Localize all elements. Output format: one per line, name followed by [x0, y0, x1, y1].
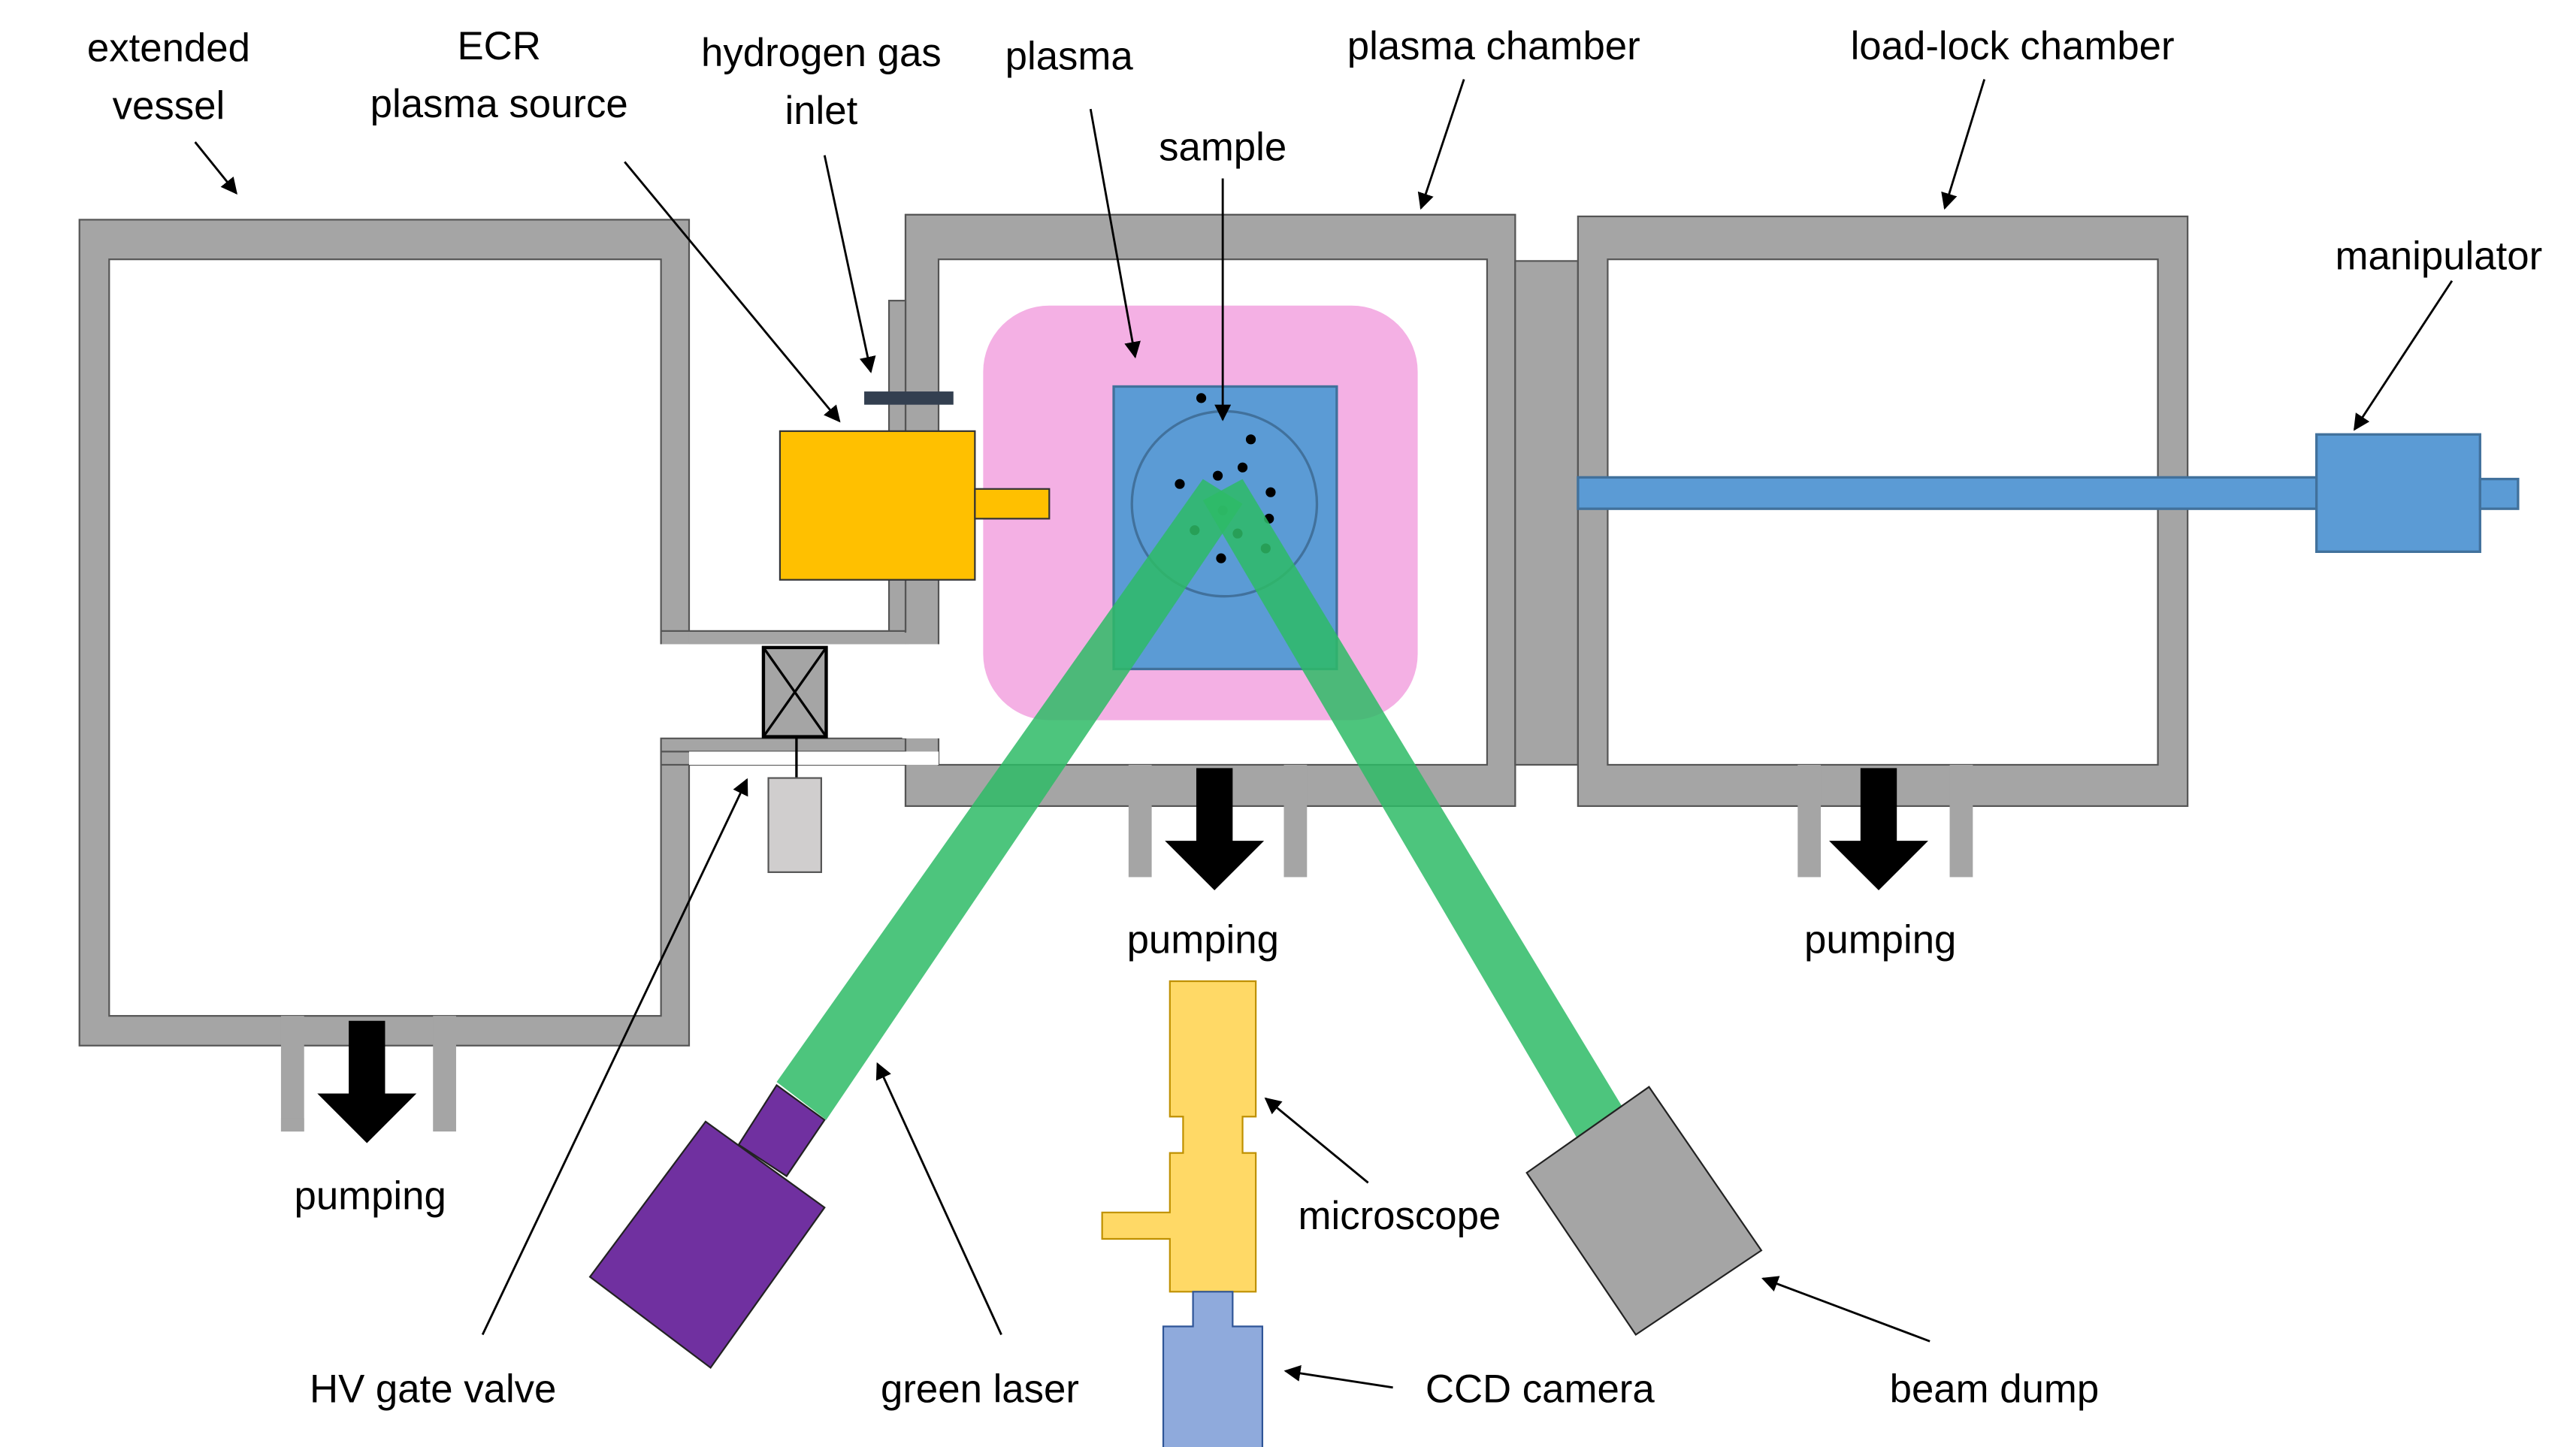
label-pointers: [194, 79, 2454, 1389]
ecr-plasma-source: [779, 430, 1051, 581]
label-hv-gate-valve: HV gate valve: [310, 1367, 556, 1412]
label-green-laser: green laser: [881, 1367, 1079, 1412]
beam-dump: [1525, 1086, 1763, 1337]
load-lock-chamber: [1577, 215, 2189, 808]
laser-beam-reflected: [1202, 479, 1625, 1140]
label-ecr-1: ECR: [457, 24, 540, 68]
label-extended-vessel-1: extended: [87, 26, 250, 70]
label-pumping-load-lock: pumping: [1804, 918, 1956, 962]
label-pumping-vessel: pumping: [294, 1174, 446, 1218]
extended-vessel: [78, 219, 691, 1047]
label-manipulator: manipulator: [2336, 234, 2543, 278]
green-laser: [588, 1083, 826, 1370]
label-ccd-camera: CCD camera: [1426, 1367, 1655, 1412]
hv-gate-valve: [761, 645, 828, 873]
pumping-port-load-lock: [1797, 764, 1973, 891]
label-hydrogen-2: inlet: [785, 89, 857, 133]
label-pumping-plasma: pumping: [1127, 918, 1279, 962]
chamber-connector: [1514, 260, 1579, 766]
pumping-port-plasma-chamber: [1128, 764, 1308, 891]
microscope: [1101, 980, 1257, 1293]
label-load-lock: load-lock chamber: [1851, 24, 2175, 68]
label-plasma: plasma: [1005, 34, 1134, 78]
hydrogen-inlet-flange: [864, 391, 954, 405]
label-sample: sample: [1159, 125, 1286, 169]
pumping-port-vessel: [280, 1016, 456, 1143]
laser-beam-incident: [776, 479, 1243, 1120]
label-beam-dump: beam dump: [1890, 1367, 2100, 1412]
label-hydrogen-1: hydrogen gas: [701, 31, 942, 75]
label-extended-vessel-2: vessel: [113, 83, 225, 128]
ccd-camera: [1162, 1291, 1264, 1447]
label-microscope: microscope: [1299, 1194, 1501, 1238]
label-plasma-chamber: plasma chamber: [1347, 24, 1640, 68]
manipulator: [1577, 433, 2520, 553]
label-ecr-2: plasma source: [370, 82, 628, 126]
